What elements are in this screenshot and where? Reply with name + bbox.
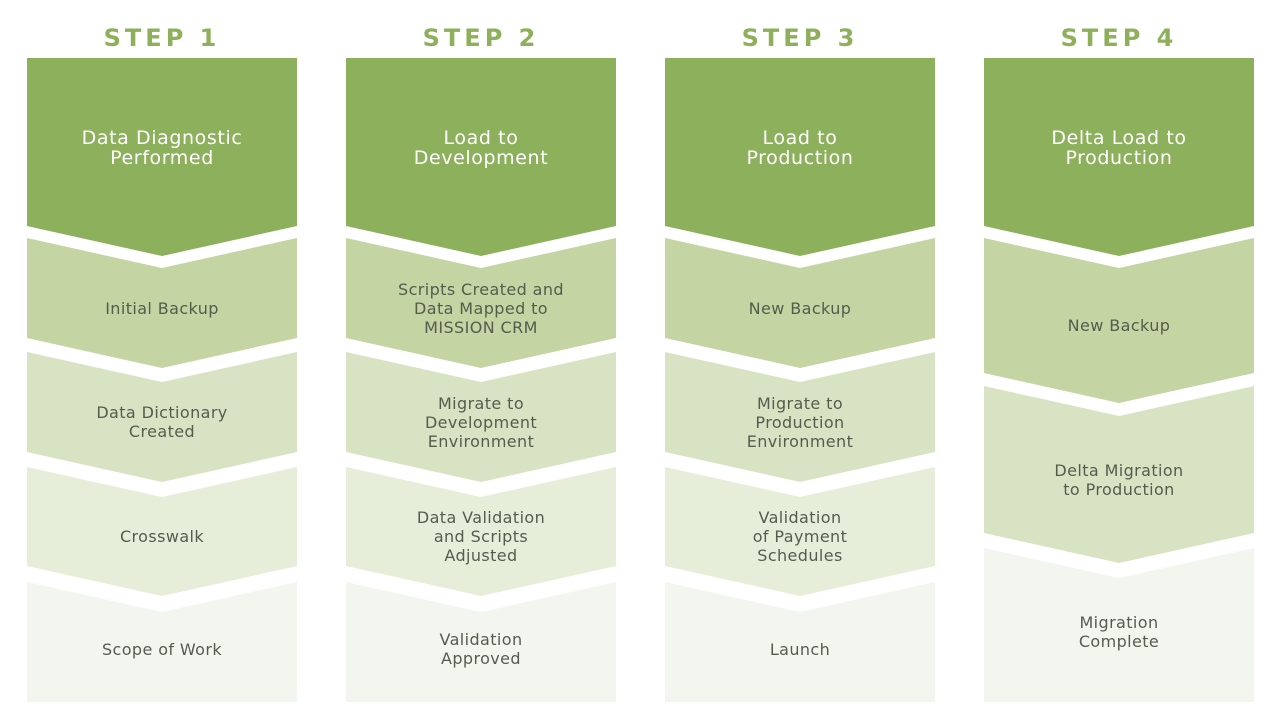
step-4-title: STEP 4 — [1060, 24, 1178, 52]
step-3-item-1: New Backup — [665, 238, 935, 368]
step-3-item-2: Migrate to Production Environment — [665, 352, 935, 482]
step-2-item-1: Scripts Created and Data Mapped to MISSI… — [346, 238, 616, 368]
step-3-item-4: Launch — [665, 582, 935, 702]
step-2-item-2: Migrate to Development Environment — [346, 352, 616, 482]
step-4-item-3: Migration Complete — [984, 548, 1254, 702]
step-1-item-2: Data Dictionary Created — [27, 352, 297, 482]
step-2-item-3: Data Validation and Scripts Adjusted — [346, 467, 616, 596]
step-4-item-1: New Backup — [984, 238, 1254, 403]
step-2-title: STEP 2 — [422, 24, 540, 52]
step-1-item-1: Initial Backup — [27, 238, 297, 368]
step-1-item-4: Scope of Work — [27, 582, 297, 702]
step-3-header: Load to Production — [665, 58, 935, 256]
step-2-header: Load to Development — [346, 58, 616, 256]
step-2-item-4: Validation Approved — [346, 582, 616, 702]
step-3-item-3: Validation of Payment Schedules — [665, 467, 935, 596]
step-3-title: STEP 3 — [741, 24, 859, 52]
step-1-title: STEP 1 — [103, 24, 221, 52]
step-4-item-2: Delta Migration to Production — [984, 386, 1254, 563]
step-1-header: Data Diagnostic Performed — [27, 58, 297, 256]
step-4-header: Delta Load to Production — [984, 58, 1254, 256]
step-1-item-3: Crosswalk — [27, 467, 297, 596]
